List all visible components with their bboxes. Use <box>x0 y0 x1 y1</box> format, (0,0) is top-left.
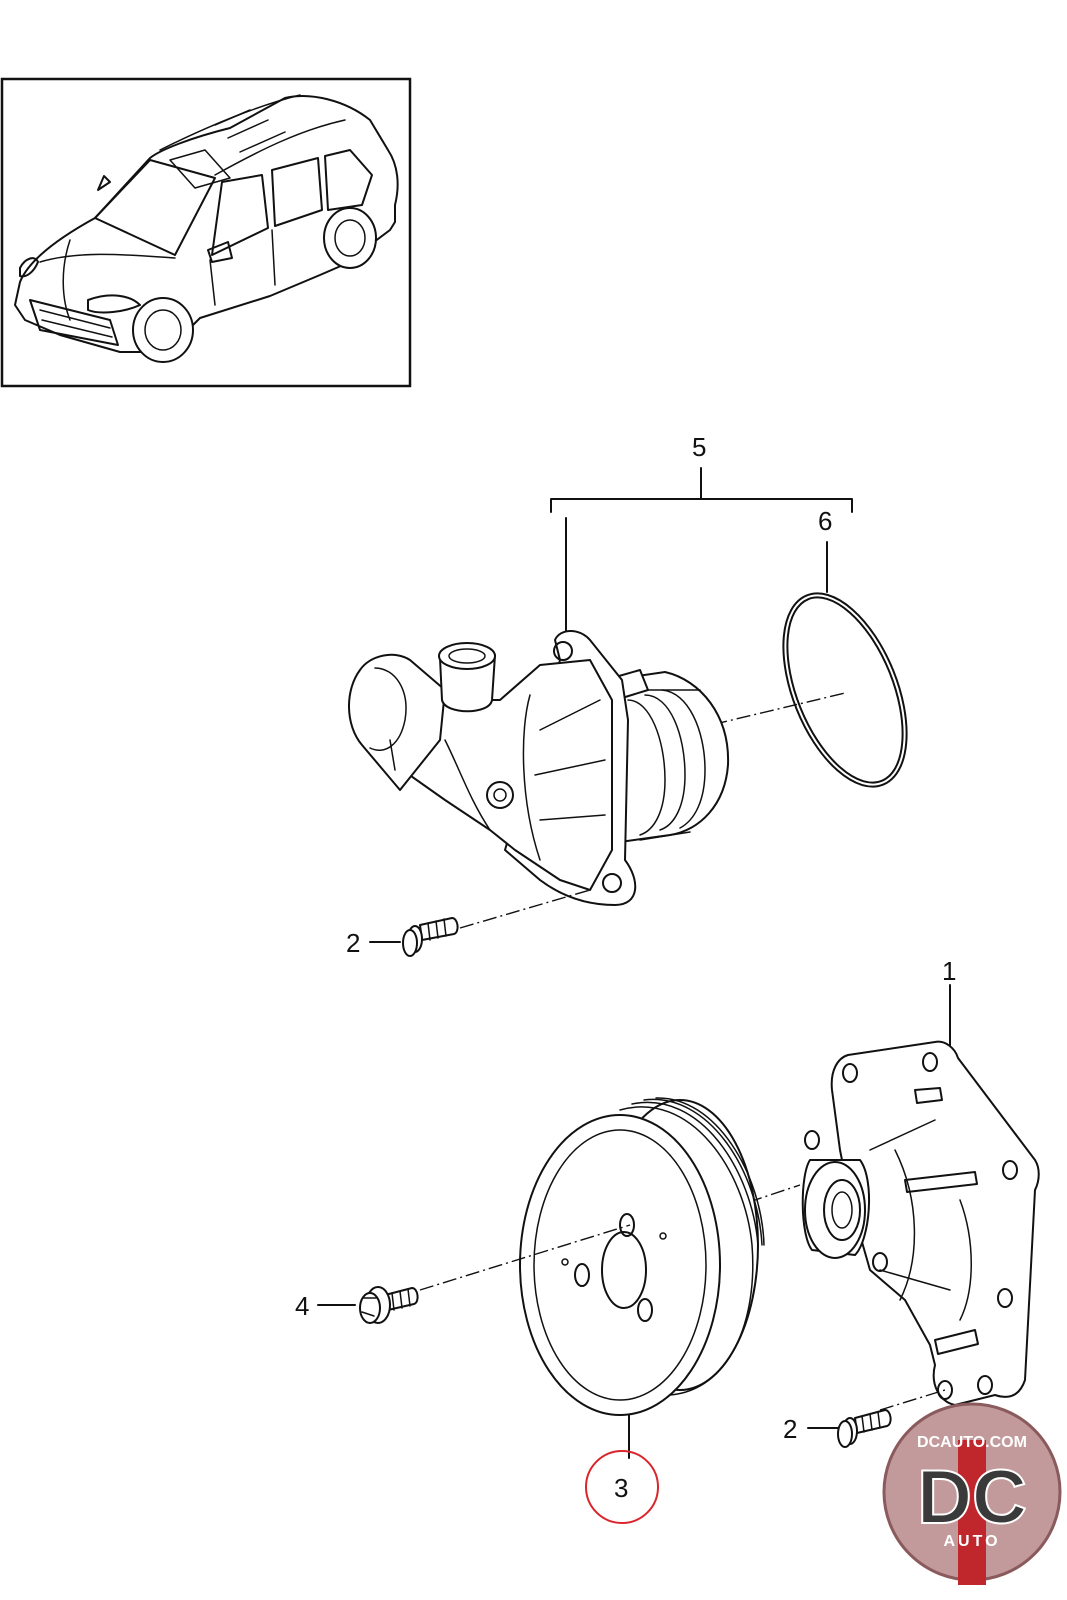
logo-site-text: DCAUTO.COM <box>917 1434 1027 1451</box>
pulley-assembly <box>519 1097 801 1524</box>
bolt-4-assembly <box>317 1224 631 1324</box>
logo-mark-text: DC <box>917 1455 1027 1540</box>
vehicle-thumbnail <box>0 77 412 388</box>
bracket-5 <box>550 498 853 513</box>
highlight-circle <box>585 1450 659 1524</box>
water-pump-icon <box>801 1040 1040 1406</box>
callout-5: 5 <box>692 432 706 462</box>
dcauto-logo: DCAUTO.COM DC AUTO <box>882 1402 1062 1585</box>
bolt-2-bottom-assembly <box>807 1389 946 1448</box>
thermostat-housing-icon <box>348 630 637 906</box>
bolt-icon <box>402 917 459 957</box>
bolt-icon <box>837 1409 892 1448</box>
thermostat-housing-assembly <box>348 467 908 957</box>
pulley-icon <box>519 1097 765 1416</box>
suv-illustration-icon <box>14 94 399 363</box>
callout-2-bottom: 2 <box>783 1414 797 1444</box>
flange-bolt-icon <box>359 1286 419 1324</box>
thermostat-element-icon <box>609 669 730 843</box>
callout-6: 6 <box>818 506 832 536</box>
water-pump-assembly <box>801 984 1040 1406</box>
callout-1: 1 <box>942 956 956 986</box>
callout-2-top: 2 <box>346 928 360 958</box>
callout-4: 4 <box>295 1291 309 1321</box>
logo-sub-text: AUTO <box>943 1533 1000 1550</box>
o-ring-icon <box>782 592 908 788</box>
callout-3: 3 <box>614 1473 628 1503</box>
